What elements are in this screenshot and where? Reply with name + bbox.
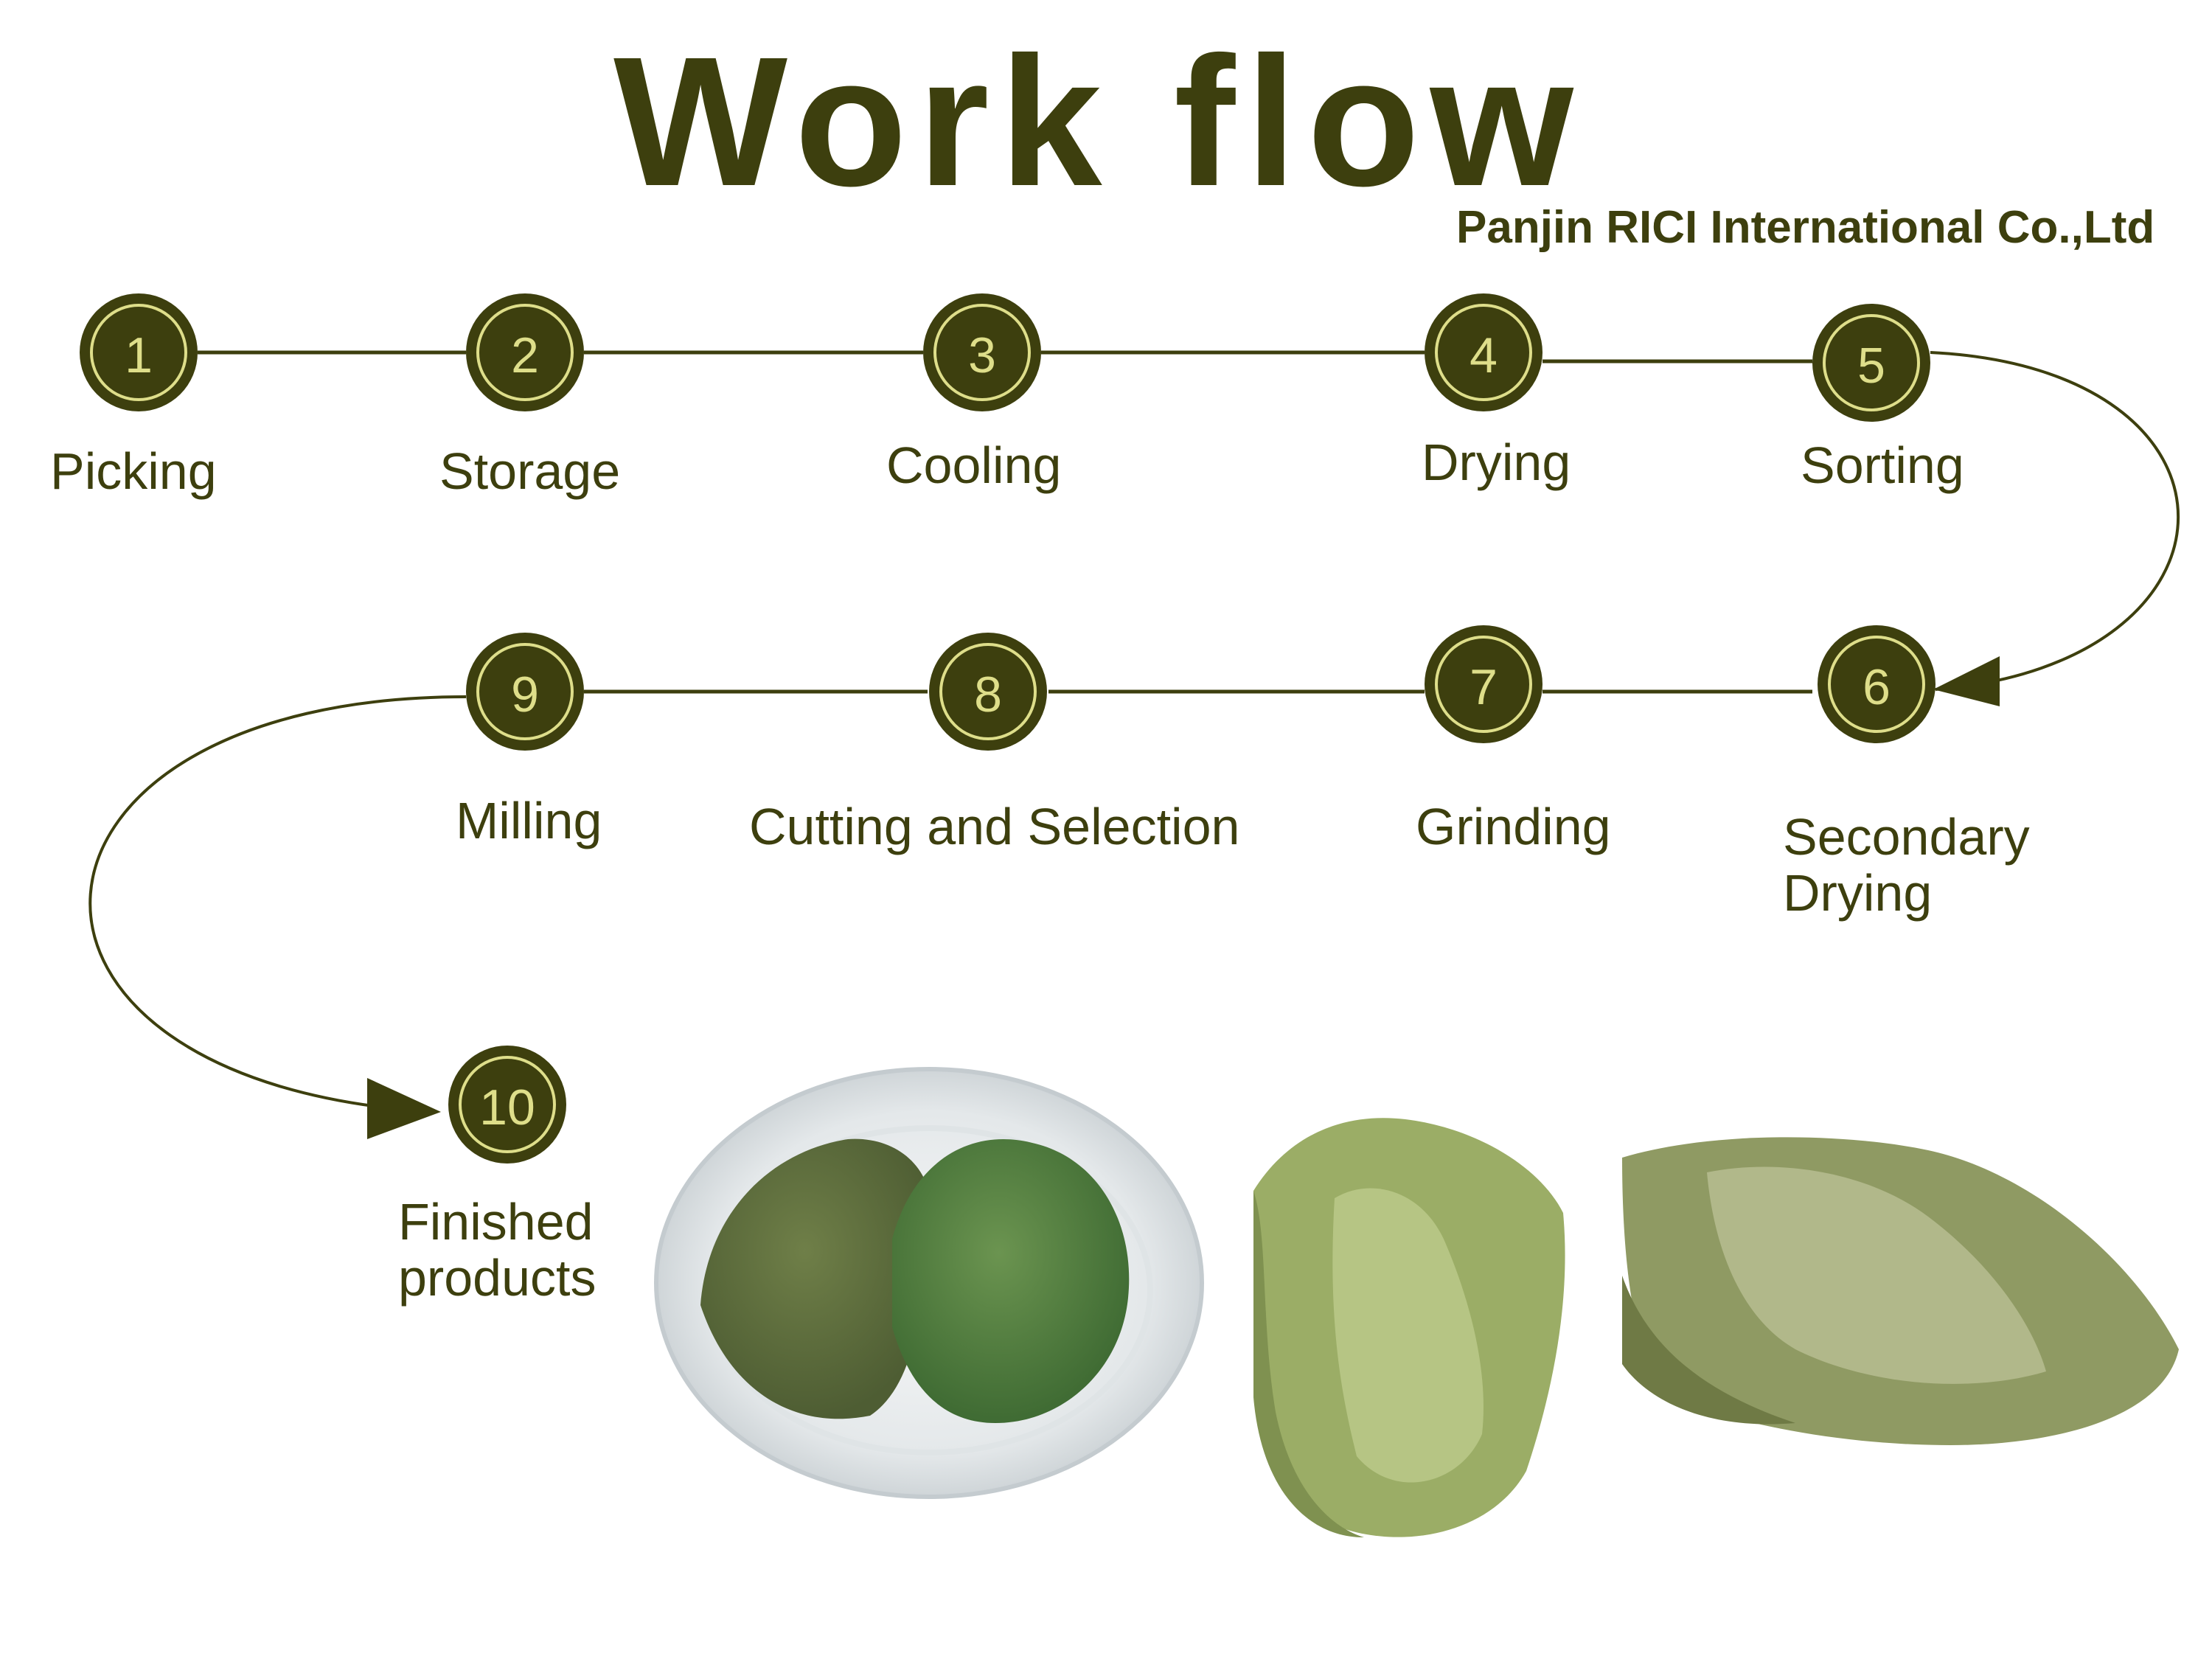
step-label-cooling: Cooling <box>886 437 1062 494</box>
step-label-sorting: Sorting <box>1801 437 1964 494</box>
step-number-1: 1 <box>125 327 153 383</box>
connector-9-10-curve <box>88 695 467 1113</box>
step-label-grinding: Grinding <box>1416 798 1611 855</box>
step-node-7: 7 <box>1425 625 1543 743</box>
step-label-storage: Storage <box>439 442 621 500</box>
step-number-8: 8 <box>974 667 1002 723</box>
step-label-milling: Milling <box>456 792 602 849</box>
step-number-5: 5 <box>1857 338 1885 394</box>
step-label-secondary-drying-line1: Secondary <box>1783 808 2030 866</box>
step-number-6: 6 <box>1863 659 1891 715</box>
step-node-2: 2 <box>466 293 584 411</box>
powder-bowl-photo <box>654 1067 1204 1499</box>
step-node-3: 3 <box>923 293 1041 411</box>
powder-pile-photo-1 <box>1253 1118 1565 1537</box>
step-number-4: 4 <box>1470 327 1498 383</box>
step-label-cutting-and-selection: Cutting and Selection <box>749 798 1240 855</box>
step-number-2: 2 <box>511 327 539 383</box>
step-label-picking: Picking <box>50 442 217 500</box>
arrowhead-to-10 <box>367 1078 441 1139</box>
step-node-5: 5 <box>1812 304 1930 422</box>
page-title: Work flow <box>613 18 1584 224</box>
step-node-1: 1 <box>80 293 198 411</box>
arrowhead-to-6 <box>1933 656 2000 706</box>
step-label-finished-products-line2: products <box>398 1248 597 1307</box>
step-node-9: 9 <box>466 633 584 751</box>
step-node-6: 6 <box>1818 625 1935 743</box>
step-node-8: 8 <box>929 633 1047 751</box>
step-node-10: 10 <box>448 1046 566 1164</box>
step-number-10: 10 <box>479 1079 535 1135</box>
step-node-4: 4 <box>1425 293 1543 411</box>
step-label-finished-products: Finished products <box>398 1194 596 1306</box>
company-name: Panjin RICI International Co.,Ltd <box>1456 202 2155 253</box>
step-label-secondary-drying-line2: Drying <box>1783 863 1933 922</box>
step-label-secondary-drying: Secondary Drying <box>1783 808 2030 922</box>
step-number-9: 9 <box>511 667 539 723</box>
connector-5-6-curve <box>1930 351 2180 691</box>
powder-pile-photo-2 <box>1622 1137 2179 1445</box>
step-label-drying: Drying <box>1422 434 1571 491</box>
step-number-3: 3 <box>968 327 996 383</box>
step-number-7: 7 <box>1470 659 1498 715</box>
step-label-finished-products-line1: Finished <box>398 1193 594 1251</box>
